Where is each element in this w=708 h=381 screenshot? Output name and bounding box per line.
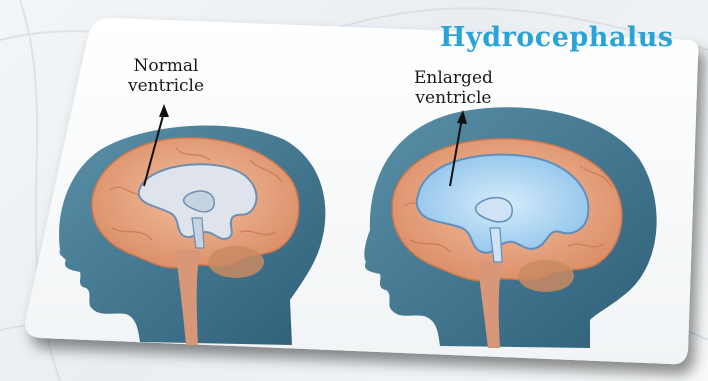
enlarged-ventricle-label: Enlarged ventricle <box>414 68 493 108</box>
enlarged-label-line2: ventricle <box>414 88 493 108</box>
enlarged-label-line1: Enlarged <box>414 68 493 88</box>
normal-label-line2: ventricle <box>128 76 204 96</box>
normal-head <box>59 126 325 345</box>
diagram-title: Hydrocephalus <box>440 22 674 53</box>
normal-ventricle-label: Normal ventricle <box>128 56 204 96</box>
normal-label-line1: Normal <box>128 56 204 76</box>
